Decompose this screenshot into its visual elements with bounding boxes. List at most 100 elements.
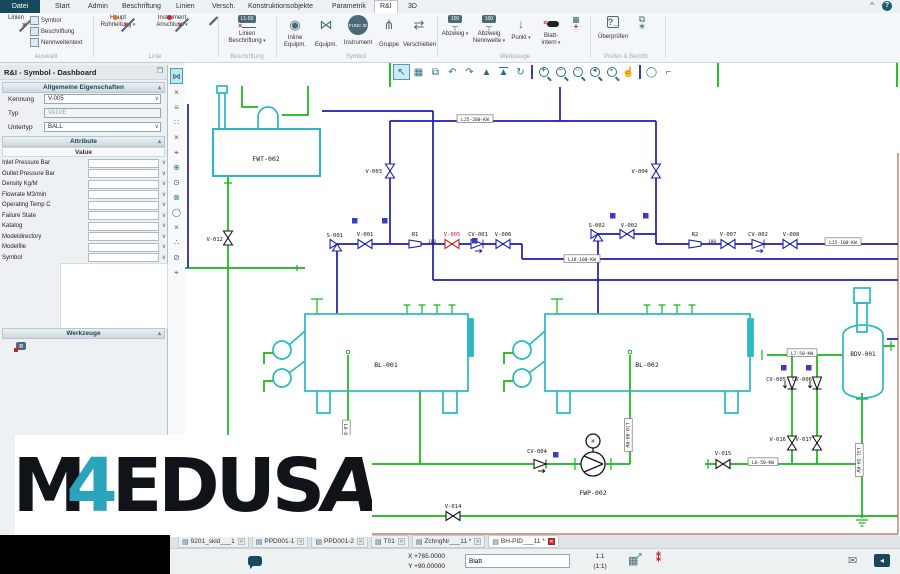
pin-icon[interactable]: ❐ <box>156 68 163 75</box>
view-frame-button[interactable]: ⌐ <box>660 64 677 80</box>
doc-tab[interactable]: ▤BH-PID___11 *✕ <box>488 535 559 548</box>
equipment-shapes[interactable] <box>212 85 884 414</box>
section-header-attribute[interactable]: Attribute <box>2 136 165 147</box>
tank-fwt-002[interactable] <box>212 128 321 177</box>
ribbon-symbol-button[interactable]: Symbol <box>30 16 92 25</box>
cut-tool-icon[interactable]: × <box>174 223 179 232</box>
close-icon[interactable]: ✕ <box>356 538 364 545</box>
section-header-general[interactable]: Allgemeine Eigenschaften <box>2 82 165 93</box>
menu-tab-konstruktionsobjekte[interactable]: Konstruktionsobjekte <box>248 3 313 10</box>
werkzeuge-extra-tools[interactable]: ▦ + <box>568 16 584 31</box>
section-header-werkzeuge[interactable]: Werkzeuge <box>2 328 165 339</box>
lasso-button[interactable]: ◯ <box>643 64 660 80</box>
select-tool-button[interactable]: ↖ <box>393 64 410 80</box>
message-bubble-icon[interactable] <box>248 556 262 569</box>
valve-v-003[interactable] <box>384 163 396 179</box>
vessel-bl-001[interactable] <box>304 313 469 392</box>
attribute-value-select[interactable] <box>88 158 159 168</box>
move-top-button[interactable]: ▲ <box>495 64 512 80</box>
check-valve-cv-004[interactable] <box>533 458 547 474</box>
chevron-down-icon[interactable]: ∨ <box>161 233 166 240</box>
move-up-button[interactable]: ▲ <box>478 64 495 80</box>
zoom-out-button[interactable]: − <box>552 64 569 80</box>
valve-v-005-selected[interactable] <box>444 238 460 250</box>
valve-v-008[interactable] <box>782 238 798 250</box>
chevron-down-icon[interactable]: ∨ <box>161 160 166 166</box>
werkzeug-tool-icon[interactable]: ▥ <box>14 342 27 352</box>
symbol-valve-tool-icon[interactable]: ⋈ <box>170 68 183 84</box>
attribute-value-select[interactable] <box>88 232 159 241</box>
undo-button[interactable]: ↶ <box>444 64 461 80</box>
save-button[interactable]: ▦ <box>410 64 427 80</box>
valve-v-006[interactable] <box>495 238 511 250</box>
pid-diagram[interactable]: FWT-002BL-001BL-002BDV-001FWP-002V-012V-… <box>185 63 900 536</box>
valve-v-017[interactable] <box>811 435 823 451</box>
pump-fwp-002[interactable] <box>580 433 606 477</box>
ribbon-nennweitentext-button[interactable]: Nennweitentext <box>30 38 92 47</box>
delete-tool-icon[interactable]: × <box>174 88 179 97</box>
points-tool-icon[interactable]: ∷ <box>173 118 180 127</box>
attribute-value-select[interactable] <box>88 190 159 199</box>
attribute-value-select[interactable] <box>88 211 159 220</box>
ribbon-linien-button[interactable]: × Linien <box>2 15 34 33</box>
parametric-users-icon[interactable]: ⁑ <box>656 553 661 564</box>
chevron-down-icon[interactable]: ∨ <box>161 244 166 250</box>
ribbon-verschieben-button[interactable]: ⇄ Verschieben <box>403 17 437 48</box>
close-icon[interactable]: ✕ <box>237 538 245 545</box>
doc-tab[interactable]: ▤ZchngNr___11 *✕ <box>411 535 486 548</box>
safety-valve-s-001[interactable] <box>329 238 343 252</box>
ribbon-punkt-button[interactable]: ↓ Punkt <box>508 15 534 42</box>
menu-tab-ri-active[interactable]: R&I <box>374 0 398 14</box>
list-tool-icon[interactable]: ≡ <box>174 103 179 112</box>
close-icon[interactable]: ✕ <box>397 538 405 545</box>
ribbon-beschriftung-button[interactable]: Beschriftung <box>30 27 92 36</box>
attribute-value-select[interactable] <box>88 221 159 231</box>
valve-v-012[interactable] <box>222 230 234 246</box>
valve-v-014[interactable] <box>445 510 461 522</box>
circle-tool-icon[interactable]: ◯ <box>172 208 181 217</box>
untertyp-select[interactable]: BALL∨ <box>44 122 161 132</box>
reducer-r1[interactable] <box>408 239 422 249</box>
menu-tab-admin[interactable]: Admin <box>88 3 108 10</box>
zoom-previous-button[interactable]: ◂ <box>586 64 603 80</box>
report-extra-tools[interactable]: ⧉ ∗ <box>634 15 650 31</box>
erase-tool-icon[interactable]: × <box>174 133 179 142</box>
ribbon-abzweig-button[interactable]: 100 ┬ Abzweig <box>440 15 470 38</box>
valve-v-001[interactable] <box>357 238 373 250</box>
check-valve-cv-002[interactable] <box>751 238 765 254</box>
safety-valve-s-002[interactable] <box>590 228 604 242</box>
menu-tab-linien[interactable]: Linien <box>176 3 195 10</box>
menu-tab-start[interactable]: Start <box>55 3 70 10</box>
chevron-down-icon[interactable]: ∨ <box>161 223 166 229</box>
ribbon-equipm-button[interactable]: ⋈ Equipm. <box>314 17 337 48</box>
zoom-in-button[interactable]: + <box>535 64 552 80</box>
ribbon-collapse-icon[interactable]: ^ <box>870 1 874 10</box>
chevron-down-icon[interactable]: ∨ <box>161 212 166 219</box>
menu-tab-parametrik[interactable]: Parametrik <box>332 3 366 10</box>
doc-tab[interactable]: ▤T01✕ <box>370 535 409 548</box>
zoom-all-button[interactable]: ▪ <box>603 64 620 80</box>
attribute-value-select[interactable] <box>88 179 159 189</box>
navy-valves[interactable] <box>329 163 798 254</box>
sheet-input[interactable] <box>465 554 570 568</box>
ribbon-blatt-intern-button[interactable]: × Blatt-intern <box>536 15 566 47</box>
kennung-select[interactable]: V-005∨ <box>44 94 161 104</box>
vessel-bdv-001[interactable] <box>842 287 884 399</box>
reducer-r2[interactable] <box>688 239 702 249</box>
close-icon[interactable]: ✕ <box>297 538 305 545</box>
attribute-value-select[interactable] <box>88 253 159 262</box>
close-icon[interactable]: ✕ <box>547 538 555 545</box>
globe-tool-icon[interactable]: ⊘ <box>173 253 180 262</box>
close-icon[interactable]: ✕ <box>474 538 482 545</box>
menu-tab-versch[interactable]: Versch. <box>212 3 236 10</box>
redo-button[interactable]: ↷ <box>461 64 478 80</box>
refresh-button[interactable]: ↻ <box>512 64 529 80</box>
rotate-tool-icon[interactable]: ⌖ <box>174 268 179 277</box>
ribbon-gruppe-button[interactable]: ⋔ Gruppe <box>378 17 399 48</box>
attribute-value-select[interactable] <box>88 242 159 252</box>
